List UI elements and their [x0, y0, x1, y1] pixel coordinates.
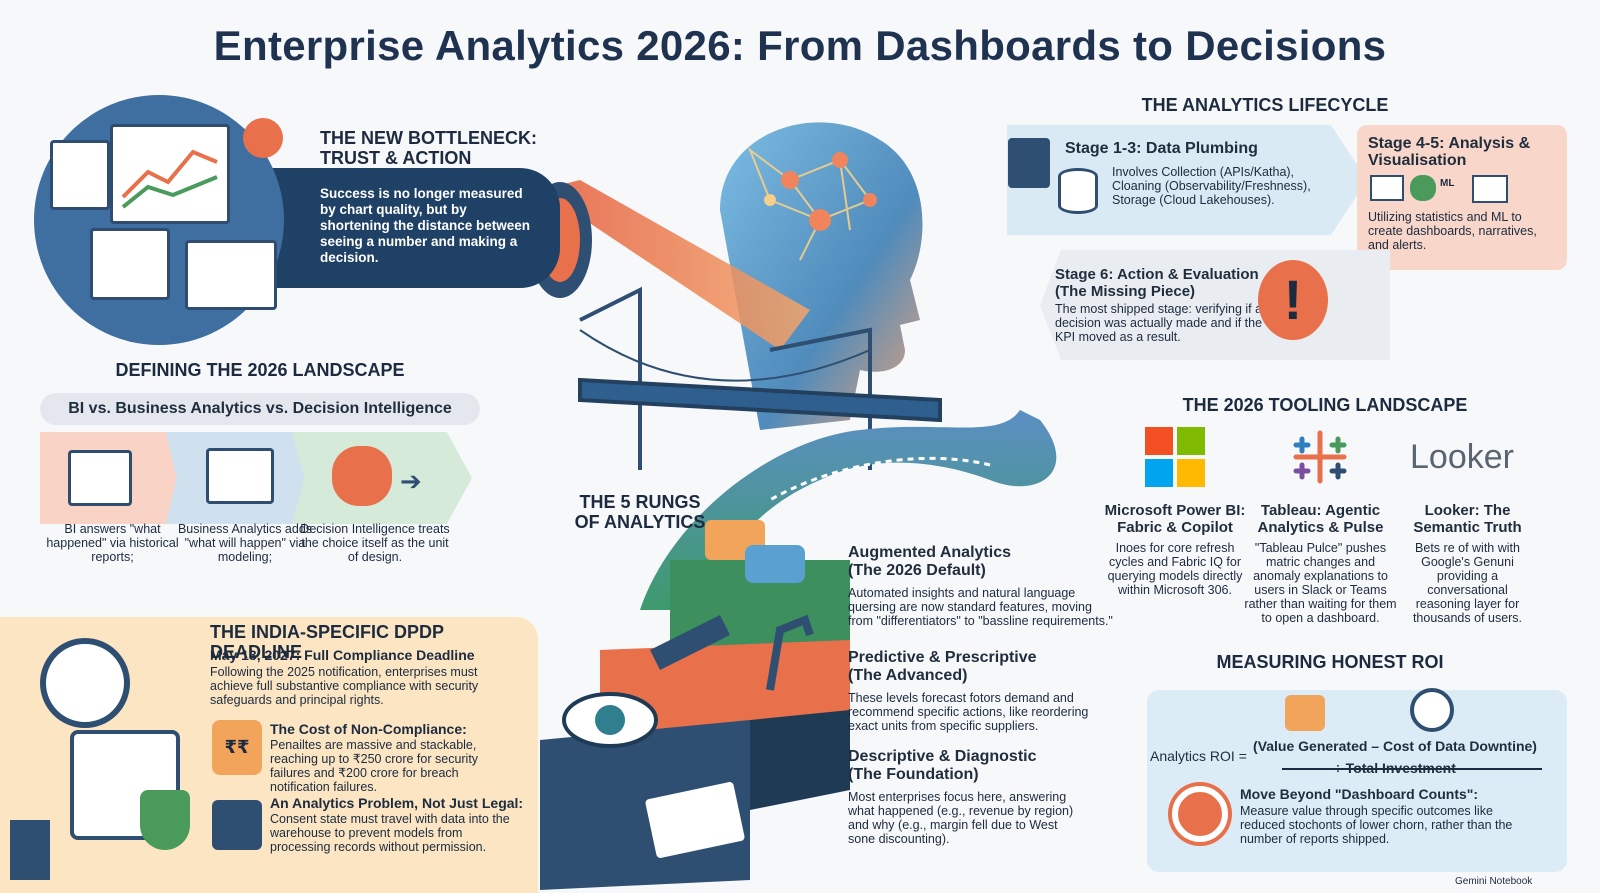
stage-1-3-body: Involves Collection (APIs/Katha), Cloani…: [1112, 165, 1311, 207]
neuron-node: [863, 193, 877, 207]
india-deadline: May 13, 2027: Full Compliance Deadline: [210, 647, 475, 663]
neuron-node: [832, 152, 848, 168]
lifecycle-heading: THE ANALYTICS LIFECYCLE: [1141, 95, 1389, 115]
rung-augmented-subtitle: (The 2026 Default): [848, 562, 986, 579]
watermark: Gemini Notebook: [1455, 876, 1533, 887]
roi-beyond-body: Measure value through specific outcomes …: [1240, 804, 1513, 846]
neuron-node: [764, 194, 776, 206]
rung-descriptive-subtitle: (The Foundation): [848, 766, 979, 783]
looker-logo: Looker: [1410, 438, 1514, 476]
landscape-card-bi: [40, 432, 190, 524]
rung-descriptive-title: Descriptive & Diagnostic: [848, 748, 1037, 765]
india-problem-body: Consent state must travel with data into…: [270, 812, 510, 854]
roi-numerator: (Value Generated – Cost of Data Downtine…: [1253, 738, 1537, 754]
chat-bubble-icon: [745, 545, 805, 583]
trend-chart-icon: [90, 228, 170, 300]
stage-1-3-title: Stage 1-3: Data Plumbing: [1065, 140, 1258, 157]
landscape-subheading: BI vs. Business Analytics vs. Decision I…: [40, 393, 480, 425]
hand-diamond-icon: [1285, 695, 1325, 731]
database-icon: [1058, 168, 1098, 214]
bottleneck-body: Success is no longer measured by chart q…: [320, 186, 531, 265]
india-deadline-body: Following the 2025 notification, enterpr…: [210, 665, 479, 707]
tool-looker-title: Looker: The Semantic Truth: [1413, 502, 1522, 536]
calendar-icon: [70, 730, 180, 840]
landscape-card-di: ➔: [292, 432, 472, 524]
pie-slice-icon: [243, 118, 283, 158]
roi-beyond-title: Move Beyond "Dashboard Counts":: [1240, 786, 1479, 802]
page-title: Enterprise Analytics 2026: From Dashboar…: [213, 22, 1387, 69]
stage-4-5-title: Stage 4-5: Analysis & Visualisation: [1368, 135, 1531, 169]
rung-augmented-title: Augmented Analytics: [848, 544, 1011, 561]
bottleneck-heading: THE NEW BOTTLENECK:TRUST & ACTION: [320, 128, 537, 168]
shield-check-icon: [140, 790, 190, 850]
brain-icon: [1410, 175, 1436, 201]
landscape-card-ba: [166, 432, 316, 524]
lifecycle-stage-6: [1040, 250, 1390, 360]
landscape-text-bi: BI answers "what happened" via historica…: [46, 522, 179, 564]
roi-heading: MEASURING HONEST ROI: [1216, 652, 1444, 672]
microsoft-logo-icon: [1145, 427, 1205, 487]
brain-icon: [332, 446, 392, 506]
telescope-icon: [650, 615, 730, 670]
stage-6-subtitle: (The Missing Piece): [1055, 283, 1196, 300]
bridge-illustration: [578, 286, 942, 470]
tableau-logo-icon: [1288, 425, 1352, 489]
tool-tableau-title: Tableau: Agentic Analytics & Pulse: [1257, 502, 1384, 536]
landscape-text-di: Decision Intelligence treats the choice …: [300, 522, 450, 564]
bottleneck-band: [245, 168, 560, 288]
tool-tableau-body: "Tableau Pulce" pushes matric changes an…: [1244, 541, 1397, 625]
neuron-node: [809, 209, 831, 231]
server-stack-icon: [1008, 138, 1050, 188]
roi-denominator: ÷ Total Investment: [1334, 760, 1456, 776]
landscape-heading: DEFINING THE 2026 LANDSCAPE: [115, 360, 405, 380]
report-icon: [645, 782, 745, 858]
landscape-text-ba: Business Analytics adds "what will happe…: [177, 522, 313, 564]
trend-chart-icon: [206, 448, 274, 504]
tooling-heading: THE 2026 TOOLING LANDSCAPE: [1182, 395, 1468, 415]
human-head-illustration: [720, 122, 923, 431]
rung-predictive-subtitle: (The Advanced): [848, 667, 968, 684]
india-heading: THE INDIA-SPECIFIC DPDP DEADLINE: [210, 622, 444, 662]
india-cost-title: The Cost of Non-Compliance:: [270, 721, 467, 737]
tool-looker-body: Bets re of with with Google's Genuni pro…: [1412, 541, 1523, 625]
stage-6-title: Stage 6: Action & Evaluation: [1055, 266, 1259, 283]
neuron-node: [781, 171, 799, 189]
tool-powerbi-title: Microsoft Power BI: Fabric & Copilot: [1104, 502, 1246, 536]
central-illustration: [528, 122, 1057, 890]
stage-6-body: The most shipped stage: verifying if a d…: [1055, 302, 1263, 344]
dashboard-screen-icon: [110, 124, 230, 224]
india-problem-title: An Analytics Problem, Not Just Legal:: [270, 795, 524, 811]
ml-label: ML: [1440, 178, 1455, 189]
stage-4-5-body: Utilizing statistics and ML to create da…: [1368, 210, 1537, 252]
bar-chart-icon: [1370, 175, 1404, 201]
alarm-clock-icon: [40, 638, 130, 728]
india-cost-body: Penailtes are massive and stackable, rea…: [270, 738, 479, 794]
rung-predictive-title: Predictive & Prescriptive: [848, 649, 1037, 666]
roi-panel: [1147, 690, 1567, 872]
server-check-icon: [212, 800, 262, 850]
rungs-staircase-illustration: [540, 560, 850, 890]
robot-arm-icon: [766, 614, 814, 691]
tool-powerbi-body: Inoes for core refresh cycles and Fabric…: [1107, 541, 1243, 597]
pie-chart-icon: [185, 240, 277, 310]
exclamation-icon: !: [1258, 260, 1328, 340]
arrow-right-icon: ➔: [400, 466, 422, 496]
rupee-lock-icon: ₹₹: [212, 720, 262, 775]
roi-fraction-line: [1282, 768, 1542, 770]
rung-augmented-body: Automated insights and natural language …: [848, 586, 1113, 628]
dashboard-icon: [1472, 175, 1508, 203]
roi-label: Analytics ROI =: [1150, 748, 1247, 764]
clock-icon: [1410, 688, 1454, 732]
bar-chart-icon: [68, 450, 132, 506]
target-icon: [1172, 786, 1228, 842]
warehouse-icon: [10, 820, 50, 880]
rung-predictive-body: These levels forecast fotors demand and …: [848, 691, 1089, 733]
rung-descriptive-body: Most enterprises focus here, answering w…: [848, 790, 1074, 846]
bar-chart-icon: [50, 140, 110, 210]
